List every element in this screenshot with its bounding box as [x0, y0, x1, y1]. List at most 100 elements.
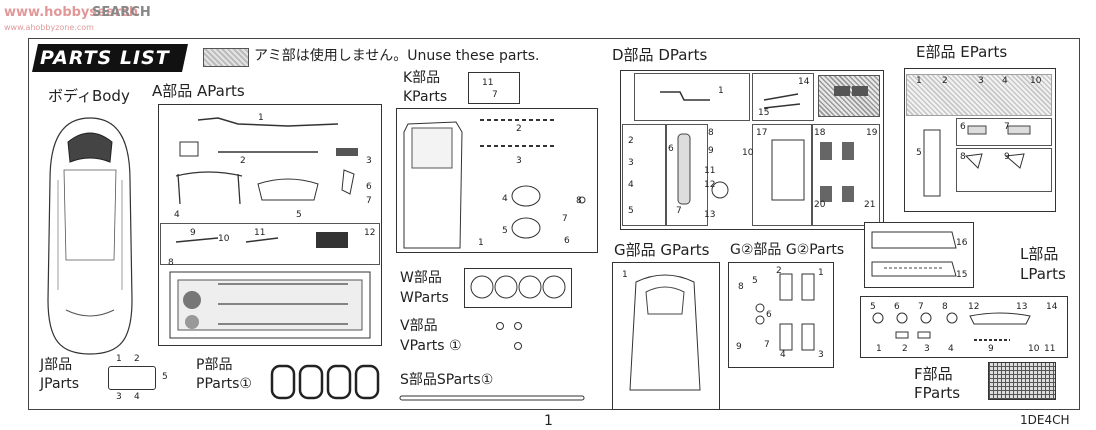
- g-num-1: 1: [622, 270, 628, 280]
- a-num-8: 8: [168, 258, 174, 268]
- d-inner-left: [622, 124, 666, 226]
- f-num-3: 3: [924, 344, 930, 354]
- j-num-5: 5: [162, 372, 168, 382]
- unuse-note: アミ部は使用しません。Unuse these parts.: [254, 48, 540, 64]
- e-num-6: 6: [960, 122, 966, 132]
- d-num-3: 3: [628, 158, 634, 168]
- k-parts-drawing: [403, 119, 586, 249]
- f-num-9: 9: [988, 344, 994, 354]
- k-num-3: 3: [516, 156, 522, 166]
- a-num-1: 1: [258, 113, 264, 123]
- a-num-11: 11: [254, 228, 266, 238]
- a-num-10: 10: [218, 234, 230, 244]
- body-label: ボディBody: [48, 87, 130, 105]
- a-num-5: 5: [296, 210, 302, 220]
- d-inner-top: [634, 73, 750, 121]
- d-num-6: 6: [668, 144, 674, 154]
- k-parts-label-2: KParts: [403, 89, 448, 105]
- k-num-6: 6: [564, 236, 570, 246]
- d-num-10: 10: [742, 148, 754, 158]
- f-num-2: 2: [902, 344, 908, 354]
- d-num-21: 21: [864, 200, 876, 210]
- l-parts-label-2: LParts: [1020, 265, 1066, 283]
- k-num-5: 5: [502, 226, 508, 236]
- f-num-12: 12: [968, 302, 980, 312]
- g2-num-4: 4: [780, 350, 786, 360]
- w-parts-drawing: [470, 275, 566, 299]
- f-num-11: 11: [1044, 344, 1056, 354]
- f-parts-label-2: FParts: [914, 384, 961, 402]
- g-parts-label: G部品 GParts: [614, 241, 710, 259]
- j-num-2: 2: [134, 354, 140, 364]
- watermark-brand: SEARCH: [92, 5, 151, 20]
- d-num-12: 12: [704, 180, 716, 190]
- e-num-9: 9: [1004, 152, 1010, 162]
- l-num-16: 16: [956, 238, 968, 248]
- d-num-11: 11: [704, 166, 716, 176]
- e-num-1: 1: [916, 76, 922, 86]
- f-num-7: 7: [918, 302, 924, 312]
- e-num-5: 5: [916, 148, 922, 158]
- f-mesh-swatch: [988, 362, 1056, 400]
- d-parts-label: D部品 DParts: [612, 46, 708, 64]
- e-num-3: 3: [978, 76, 984, 86]
- a-num-4: 4: [174, 210, 180, 220]
- l-num-15: 15: [956, 270, 968, 280]
- p-parts-label-1: P部品: [196, 357, 233, 373]
- l-parts-drawing: [871, 231, 957, 277]
- f-num-10: 10: [1028, 344, 1040, 354]
- f-num-8: 8: [942, 302, 948, 312]
- f-num-4: 4: [948, 344, 954, 354]
- d-num-18: 18: [814, 128, 826, 138]
- e-parts-label: E部品 EParts: [916, 43, 1008, 61]
- a-num-12: 12: [364, 228, 376, 238]
- g2-num-6: 6: [766, 310, 772, 320]
- g2-num-2: 2: [776, 266, 782, 276]
- d-parts-drawing: [660, 86, 868, 205]
- k-num-8: 8: [576, 196, 582, 206]
- l-parts-label-1: L部品: [1020, 245, 1059, 263]
- j-num-3: 3: [116, 392, 122, 402]
- d-inner-18: [812, 124, 880, 226]
- d-num-15: 15: [758, 108, 770, 118]
- d-num-13: 13: [704, 210, 716, 220]
- g2-num-7: 7: [764, 340, 770, 350]
- d-num-5: 5: [628, 206, 634, 216]
- page-number: 1: [544, 413, 553, 429]
- a-parts-drawing: [169, 117, 371, 339]
- parts-list-title: PARTS LIST: [40, 47, 170, 69]
- k-sprue-small: [468, 72, 520, 104]
- j-num-1: 1: [116, 354, 122, 364]
- e-num-10: 10: [1030, 76, 1042, 86]
- e-num-8: 8: [960, 152, 966, 162]
- g2-parts-drawing: [755, 273, 815, 351]
- e-num-4: 4: [1002, 76, 1008, 86]
- d-inner-hatch: [818, 75, 880, 117]
- k-num-11: 11: [482, 78, 494, 88]
- g2-num-1: 1: [818, 268, 824, 278]
- f-num-13: 13: [1016, 302, 1028, 312]
- g-body-drawing: [629, 274, 701, 391]
- f-num-5: 5: [870, 302, 876, 312]
- d-num-19: 19: [866, 128, 878, 138]
- d-num-8: 8: [708, 128, 714, 138]
- s-parts-drawing: [399, 395, 585, 401]
- f-parts-drawing: [872, 312, 1031, 341]
- a-num-2: 2: [240, 156, 246, 166]
- k-num-10: 7: [492, 90, 498, 100]
- a-num-6: 6: [366, 182, 372, 192]
- unuse-swatch: [203, 48, 249, 67]
- f-num-6: 6: [894, 302, 900, 312]
- f-parts-frame: [860, 296, 1068, 358]
- j-parts-frame: [108, 366, 156, 390]
- watermark-site: www.hobbysearch: [4, 5, 139, 20]
- a-num-3: 3: [366, 156, 372, 166]
- d-num-17: 17: [756, 128, 768, 138]
- sheet-border: [28, 38, 1080, 410]
- d-num-4: 4: [628, 180, 634, 190]
- k-parts-label-1: K部品: [403, 70, 441, 86]
- k-num-2: 2: [516, 124, 522, 134]
- k-num-1: 1: [478, 238, 484, 248]
- v-parts-label-1: V部品: [400, 318, 438, 334]
- watermark-sub: www.ahobbyzone.com: [4, 23, 94, 32]
